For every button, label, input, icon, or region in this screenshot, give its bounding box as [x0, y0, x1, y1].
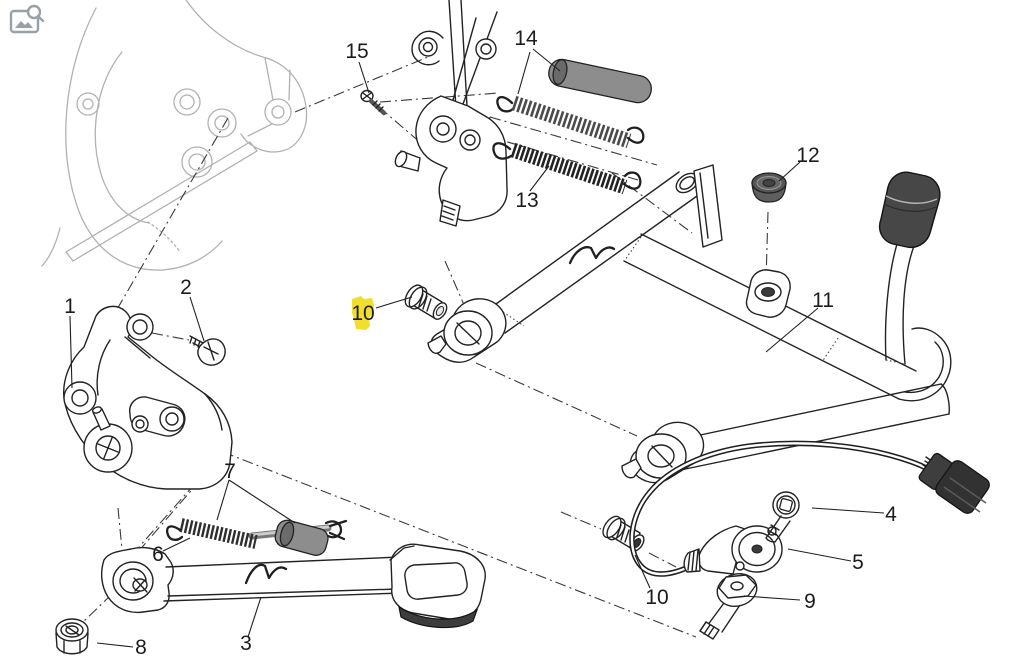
callout-2[interactable]: 2	[180, 276, 192, 299]
part-bracket-1[interactable]	[63, 305, 233, 490]
part-bushing-10-lower[interactable]	[599, 513, 646, 553]
part-bolt-2[interactable]	[189, 335, 226, 366]
part-sensor-5[interactable]	[629, 440, 992, 577]
callout-labels: 1 2 3 4 5 6 7 8 9 10 10 11 12 13 14 15	[64, 27, 897, 659]
callout-14[interactable]: 14	[514, 27, 538, 50]
callout-12[interactable]: 12	[796, 144, 819, 167]
part-screw-4[interactable]	[765, 491, 800, 543]
callout-5[interactable]: 5	[852, 551, 864, 574]
holder-bracket[interactable]	[393, 0, 508, 227]
part-frame-11[interactable]	[427, 164, 952, 484]
callout-10-highlighted[interactable]: 10	[351, 302, 374, 325]
part-spring-assembly-6-7[interactable]	[166, 518, 348, 558]
callout-8[interactable]: 8	[135, 636, 147, 659]
part-bushing-10-upper[interactable]	[402, 282, 450, 321]
callout-3[interactable]: 3	[240, 632, 252, 655]
callout-15[interactable]: 15	[345, 40, 368, 63]
part-screw-15[interactable]	[360, 89, 387, 116]
callout-4[interactable]: 4	[885, 503, 897, 526]
leader-lines	[69, 48, 885, 648]
part-spring-13[interactable]	[492, 142, 642, 195]
callout-10-highlight	[352, 296, 374, 330]
engine-crankcase-outline	[41, 0, 308, 271]
part-spring-14[interactable]	[496, 95, 645, 149]
part-cap-12[interactable]	[751, 172, 787, 203]
part-leg-3[interactable]	[100, 543, 486, 629]
part-nut-8[interactable]	[55, 618, 89, 655]
part-tube-14[interactable]	[546, 57, 653, 105]
part-bolt-9[interactable]	[699, 569, 760, 640]
callout-6[interactable]: 6	[152, 543, 164, 566]
callout-9[interactable]: 9	[804, 590, 816, 613]
callout-13[interactable]: 13	[515, 189, 538, 212]
callout-11[interactable]: 11	[812, 289, 834, 312]
callout-7[interactable]: 7	[224, 460, 236, 483]
callout-10b[interactable]: 10	[645, 586, 668, 609]
image-search-icon	[9, 4, 45, 34]
callout-1[interactable]: 1	[64, 295, 76, 318]
